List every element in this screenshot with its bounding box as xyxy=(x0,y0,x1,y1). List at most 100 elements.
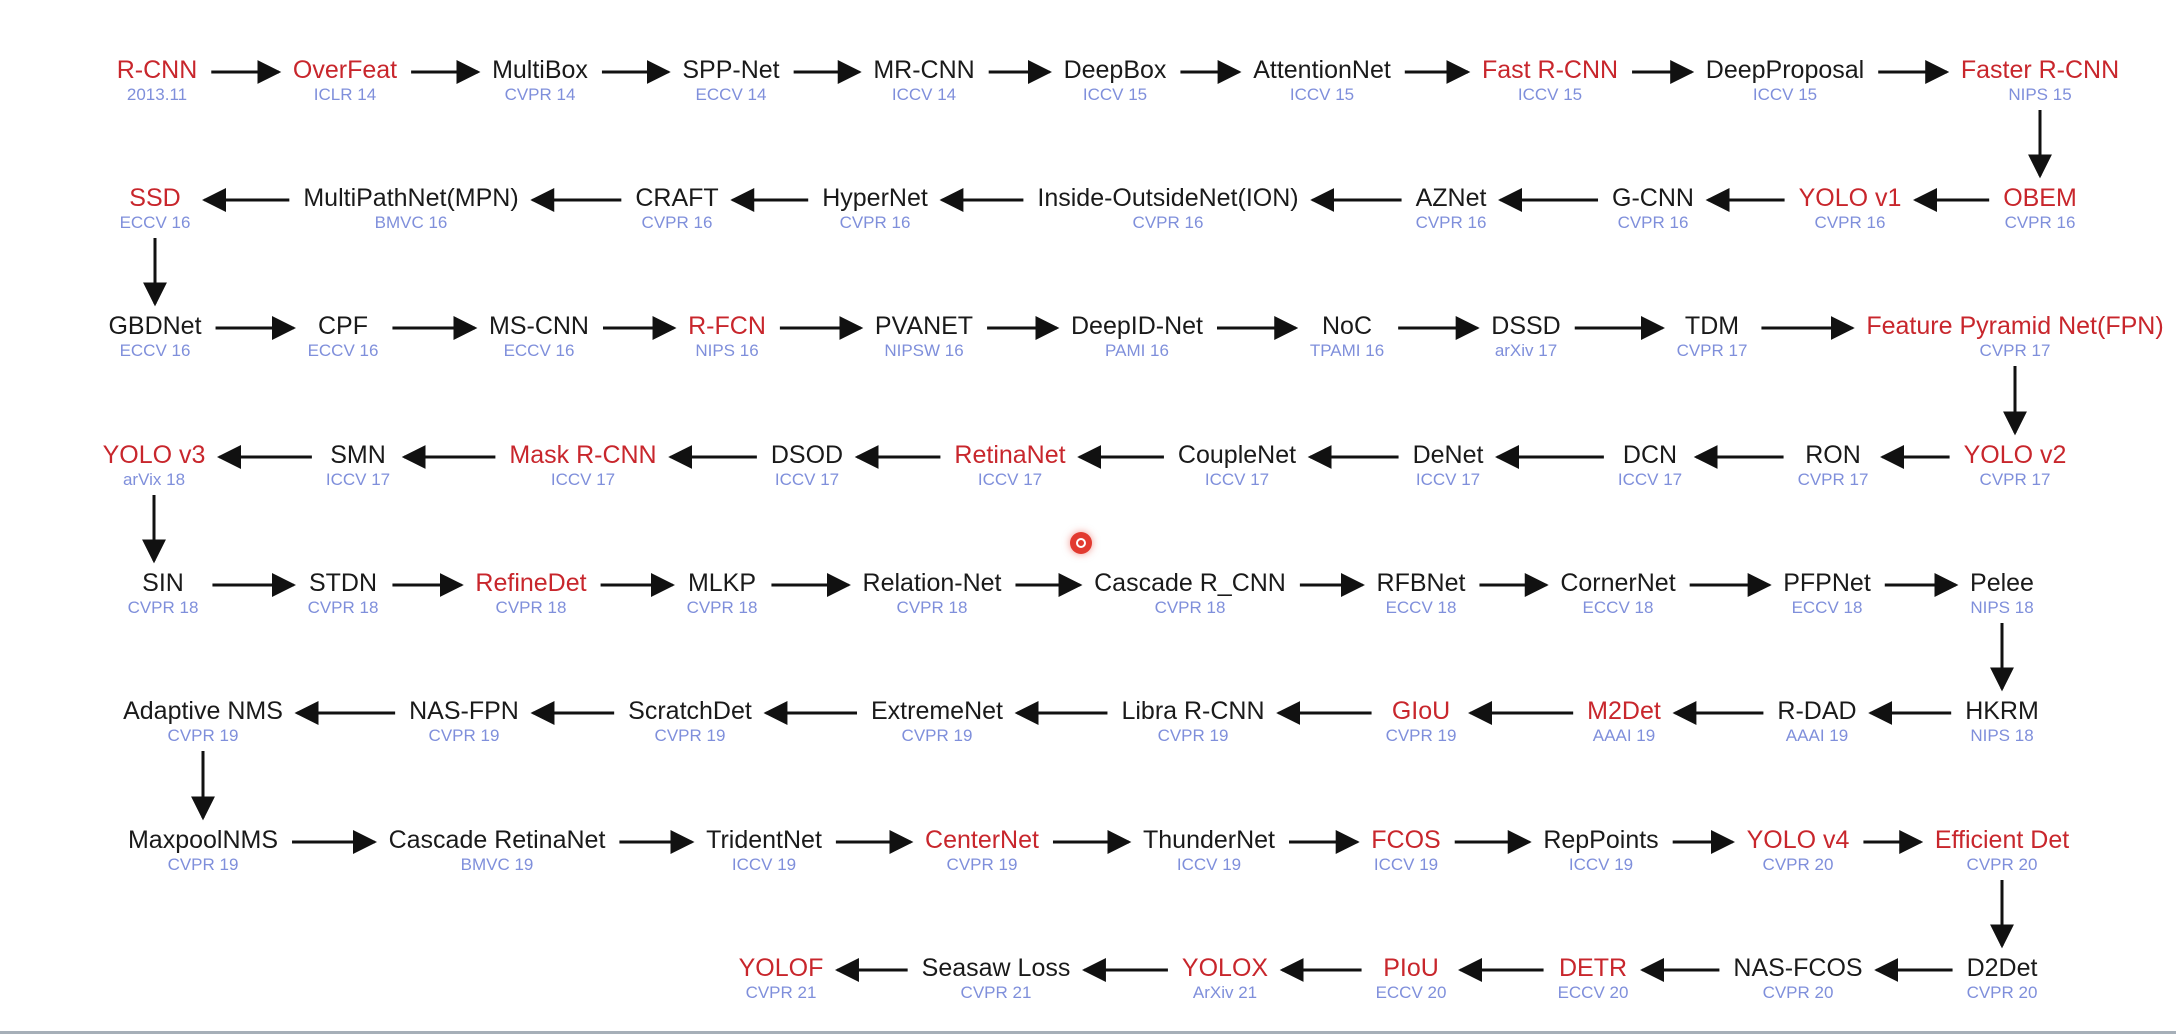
node-venue: AAAI 19 xyxy=(1592,726,1656,745)
node-venue: ICCV 15 xyxy=(1289,85,1355,104)
node-venue: CVPR 16 xyxy=(839,213,911,232)
node-name: DeepBox xyxy=(1063,56,1167,84)
node-venue: BMVC 19 xyxy=(460,855,534,874)
node-venue: arVix 18 xyxy=(122,470,186,489)
recording-indicator-icon xyxy=(1070,532,1092,554)
node-name: SMN xyxy=(330,441,386,469)
node-name: Relation-Net xyxy=(862,569,1002,597)
node-name: Seasaw Loss xyxy=(921,954,1071,982)
node-name: SPP-Net xyxy=(682,56,780,84)
node-name: TridentNet xyxy=(706,826,822,854)
node-venue: CVPR 17 xyxy=(1979,470,2051,489)
node-name: Feature Pyramid Net(FPN) xyxy=(1866,312,2164,340)
node-venue: CVPR 20 xyxy=(1966,855,2038,874)
node-name: CenterNet xyxy=(925,826,1039,854)
node-name: R-CNN xyxy=(116,56,198,84)
node-name: MLKP xyxy=(687,569,757,597)
node-venue: ECCV 18 xyxy=(1385,598,1457,617)
node-name: Libra R-CNN xyxy=(1121,697,1265,725)
node-name: AZNet xyxy=(1415,184,1487,212)
node-venue: CVPR 18 xyxy=(495,598,567,617)
node-name: DeepID-Net xyxy=(1071,312,1203,340)
node-venue: CVPR 18 xyxy=(896,598,968,617)
node-venue: CVPR 20 xyxy=(1762,983,1834,1002)
node-venue: CVPR 17 xyxy=(1979,341,2051,360)
node-name: MultiPathNet(MPN) xyxy=(303,184,519,212)
node-venue: NIPS 18 xyxy=(1970,726,2034,745)
node-name: Mask R-CNN xyxy=(509,441,657,469)
node-name: DCN xyxy=(1622,441,1678,469)
node-venue: CVPR 19 xyxy=(167,726,239,745)
node-name: GIoU xyxy=(1391,697,1451,725)
node-name: YOLO v2 xyxy=(1963,441,2067,469)
node-name: YOLO v4 xyxy=(1746,826,1850,854)
node-multipathnet-mpn: MultiPathNet(MPN)BMVC 16 xyxy=(303,184,519,232)
node-venue: CVPR 19 xyxy=(1157,726,1229,745)
node-venue: CVPR 17 xyxy=(1797,470,1869,489)
node-name: R-DAD xyxy=(1777,697,1857,725)
node-name: PVANET xyxy=(874,312,974,340)
node-name: FCOS xyxy=(1371,826,1441,854)
node-venue: ICCV 17 xyxy=(1204,470,1270,489)
node-venue: ECCV 20 xyxy=(1557,983,1629,1002)
node-name: NAS-FPN xyxy=(409,697,519,725)
node-venue: ICCV 17 xyxy=(550,470,616,489)
node-name: DSSD xyxy=(1491,312,1561,340)
node-name: ExtremeNet xyxy=(871,697,1003,725)
node-venue: CVPR 16 xyxy=(1814,213,1886,232)
node-name: NoC xyxy=(1321,312,1373,340)
node-venue: ICCV 19 xyxy=(1373,855,1439,874)
node-name: NAS-FCOS xyxy=(1733,954,1863,982)
node-inside-outsidenet-ion: Inside-OutsideNet(ION)CVPR 16 xyxy=(1037,186,1298,232)
node-name: ThunderNet xyxy=(1142,826,1276,854)
node-venue: 2013.11 xyxy=(126,85,188,104)
node-name: Fast R-CNN xyxy=(1481,56,1619,84)
node-venue: ECCV 20 xyxy=(1375,983,1447,1002)
node-name: MR-CNN xyxy=(873,56,975,84)
node-name: HKRM xyxy=(1965,697,2039,725)
node-name: MultiBox xyxy=(492,56,588,84)
node-name: Cascade RetinaNet xyxy=(388,826,606,854)
node-venue: ICLR 14 xyxy=(313,85,377,104)
node-venue: CVPR 19 xyxy=(1385,726,1457,745)
node-venue: CVPR 16 xyxy=(2004,213,2076,232)
node-name: Adaptive NMS xyxy=(123,697,283,725)
